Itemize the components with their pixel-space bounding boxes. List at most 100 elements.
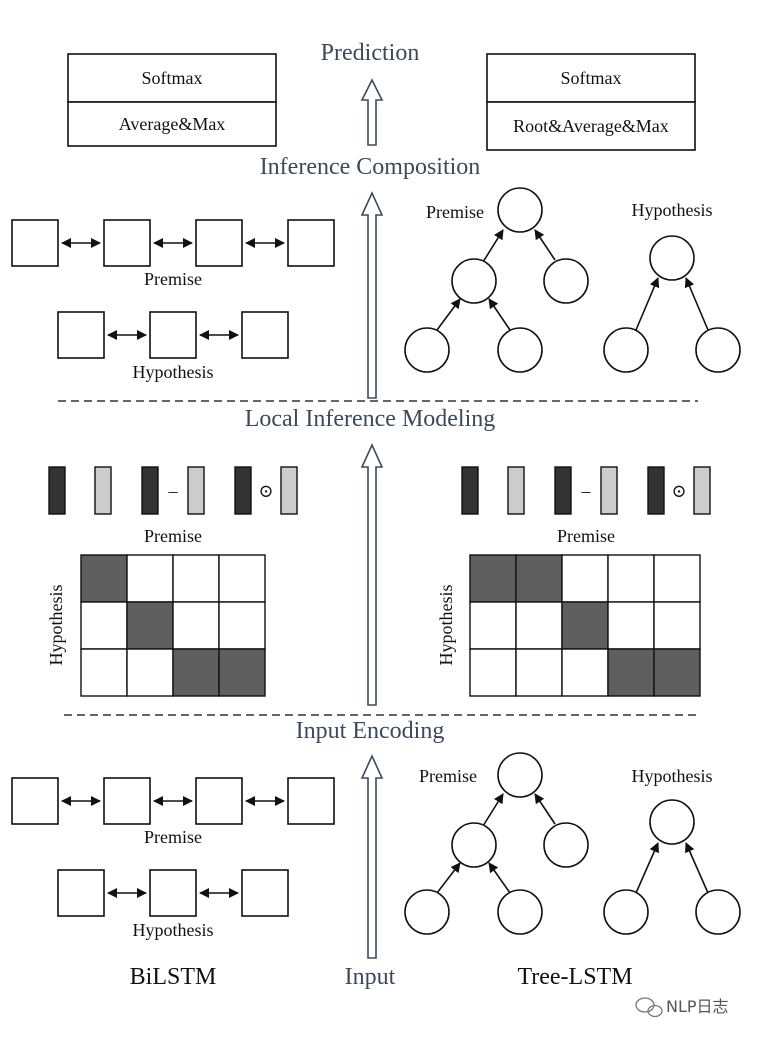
average-max-label: Average&Max bbox=[119, 114, 226, 134]
tree-node bbox=[497, 187, 543, 233]
alignment-cell bbox=[218, 648, 266, 697]
watermark: NLP日志 bbox=[635, 997, 729, 1018]
tree-edge bbox=[488, 298, 511, 331]
tree-node bbox=[695, 889, 741, 935]
alignment-cell bbox=[469, 554, 517, 603]
tree-edge bbox=[436, 862, 461, 894]
tree-edge bbox=[635, 842, 659, 894]
alignment-cell bbox=[80, 554, 128, 603]
premise-label: Premise bbox=[557, 526, 615, 546]
premise-label: Premise bbox=[144, 526, 202, 546]
tree-node bbox=[497, 327, 543, 373]
alignment-cell bbox=[515, 648, 563, 697]
alignment-cell bbox=[653, 601, 701, 650]
flow-arrows bbox=[360, 78, 384, 959]
light-vector bbox=[187, 466, 205, 515]
average-max-box bbox=[67, 101, 277, 147]
bilstm-cell bbox=[287, 219, 335, 267]
dark-vector bbox=[141, 466, 159, 515]
stage-input: Input bbox=[345, 964, 396, 990]
bilstm-cell bbox=[103, 777, 151, 825]
alignment-cell bbox=[561, 554, 609, 603]
model-name-bilstm: BiLSTM bbox=[130, 964, 217, 990]
bilstm-cell bbox=[149, 311, 197, 359]
stage-inference-composition: Inference Composition bbox=[260, 154, 481, 180]
dark-vector bbox=[461, 466, 479, 515]
bilstm-cell bbox=[195, 777, 243, 825]
bilstm-cell bbox=[57, 311, 105, 359]
pooling-right: Softmax Root&Average&Max bbox=[486, 53, 696, 151]
tree-node bbox=[543, 822, 589, 868]
tree-node bbox=[603, 889, 649, 935]
minus-operator: – bbox=[168, 481, 179, 501]
flow-arrow-prediction bbox=[360, 78, 384, 146]
bilstm-cell bbox=[241, 311, 289, 359]
tree-node bbox=[404, 327, 450, 373]
flow-arrow-inference-composition bbox=[360, 191, 384, 399]
enhancement-vectors-right: – ⊙ Premise bbox=[461, 466, 711, 546]
stage-prediction: Prediction bbox=[321, 40, 420, 66]
softmax-label-right: Softmax bbox=[561, 68, 622, 88]
alignment-cell bbox=[126, 601, 174, 650]
alignment-cell bbox=[469, 601, 517, 650]
bilstm-cell bbox=[241, 869, 289, 917]
alignment-cell bbox=[218, 554, 266, 603]
bilstm-cell bbox=[195, 219, 243, 267]
root-average-max-label: Root&Average&Max bbox=[513, 116, 669, 136]
stage-input-encoding: Input Encoding bbox=[296, 718, 445, 744]
alignment-cell bbox=[607, 648, 655, 697]
light-vector bbox=[693, 466, 711, 515]
pooling-left: Softmax Average&Max bbox=[67, 53, 277, 147]
hypothesis-label: Hypothesis bbox=[133, 920, 214, 940]
tree-edge bbox=[684, 277, 709, 331]
hypothesis-axis-label: Hypothesis bbox=[436, 585, 456, 666]
bilstm-cell bbox=[11, 777, 59, 825]
tree-edge bbox=[488, 862, 511, 894]
dark-vector bbox=[647, 466, 665, 515]
dark-vector bbox=[234, 466, 252, 515]
tree-node bbox=[649, 235, 695, 281]
alignment-cell bbox=[561, 601, 609, 650]
watermark-text: NLP日志 bbox=[666, 997, 729, 1016]
premise-label: Premise bbox=[144, 269, 202, 289]
alignment-cell bbox=[561, 648, 609, 697]
tree-edge bbox=[534, 793, 556, 825]
hypothesis-axis-label: Hypothesis bbox=[46, 585, 66, 666]
dark-vector bbox=[554, 466, 572, 515]
hadamard-operator: ⊙ bbox=[258, 481, 273, 501]
tree-node bbox=[695, 327, 741, 373]
softmax-box-left bbox=[67, 53, 277, 103]
encoding-bilstm: Premise Hypothesis bbox=[11, 777, 335, 940]
alignment-matrix-left bbox=[80, 554, 266, 697]
flow-arrow-local-inference bbox=[360, 443, 384, 706]
alignment-cell bbox=[653, 554, 701, 603]
tree-node bbox=[497, 752, 543, 798]
light-vector bbox=[600, 466, 618, 515]
alignment-cell bbox=[469, 648, 517, 697]
bilstm-cell bbox=[287, 777, 335, 825]
light-vector bbox=[94, 466, 112, 515]
alignment-cell bbox=[515, 554, 563, 603]
flow-arrow-input-encoding bbox=[360, 754, 384, 959]
tree-node bbox=[603, 327, 649, 373]
alignment-cell bbox=[218, 601, 266, 650]
alignment-cell bbox=[607, 554, 655, 603]
tree-node bbox=[543, 258, 589, 304]
softmax-label-left: Softmax bbox=[142, 68, 203, 88]
tree-node bbox=[497, 889, 543, 935]
alignment-cell bbox=[607, 601, 655, 650]
tree-edge bbox=[534, 229, 556, 261]
tree-node bbox=[451, 258, 497, 304]
hypothesis-label: Hypothesis bbox=[133, 362, 214, 382]
alignment-cell bbox=[172, 648, 220, 697]
hypothesis-label: Hypothesis bbox=[632, 766, 713, 786]
wechat-icon bbox=[635, 997, 663, 1018]
tree-edge bbox=[436, 298, 461, 331]
tree-edge bbox=[635, 277, 660, 331]
premise-label: Premise bbox=[426, 202, 484, 222]
encoding-tree-lstm: Premise Hypothesis bbox=[404, 752, 741, 935]
bilstm-cell bbox=[57, 869, 105, 917]
root-average-max-box bbox=[486, 101, 696, 151]
model-name-tree-lstm: Tree-LSTM bbox=[517, 964, 632, 990]
alignment-cell bbox=[80, 601, 128, 650]
